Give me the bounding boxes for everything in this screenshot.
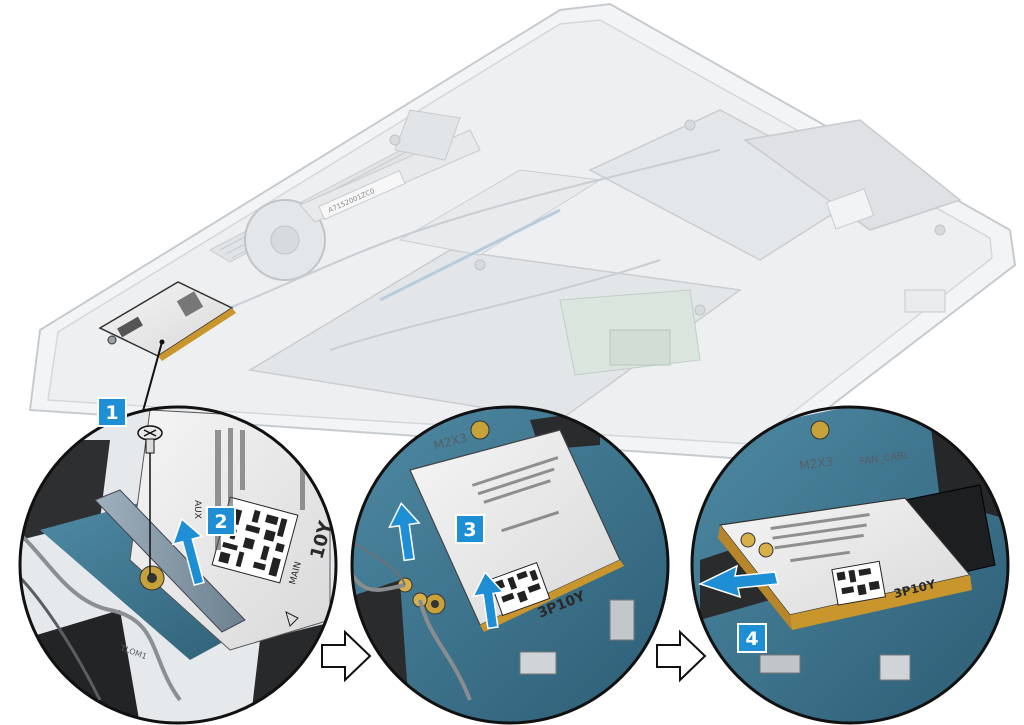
step-badge-3: 3 [455, 514, 485, 544]
metal-bracket [94, 489, 246, 633]
screw-icon [137, 425, 163, 575]
step-number-3: 3 [463, 519, 476, 541]
lift-bracket-arrow [171, 517, 205, 587]
next-step-arrow-1 [321, 629, 372, 683]
wwan-card-in-base [98, 281, 236, 361]
step-badge-4: 4 [737, 623, 767, 653]
step-number-2: 2 [214, 511, 227, 533]
callout-leader-line [139, 341, 163, 423]
next-step-arrow-2 [656, 629, 707, 683]
slot-silk-text-3: M2X3 [798, 454, 833, 473]
step-badge-1: 1 [97, 397, 127, 427]
disconnect-arrow-main [472, 570, 505, 630]
detail-circle-1: AUX MAIN 10Y TLOM1 [18, 405, 338, 725]
step-number-1: 1 [105, 402, 118, 424]
disconnect-arrow-aux [388, 501, 421, 562]
laptop-base: A7152001ZC0 [28, 2, 1017, 462]
aux-label: AUX [192, 500, 202, 519]
detail-circle-3: 3P10Y M2X3 FAN_CABL [690, 405, 1010, 725]
step-number-4: 4 [745, 628, 758, 650]
slide-out-arrow [698, 564, 779, 599]
detail-circle-2: 3P10Y M2X3 [350, 405, 670, 725]
step-badge-2: 2 [206, 506, 236, 536]
